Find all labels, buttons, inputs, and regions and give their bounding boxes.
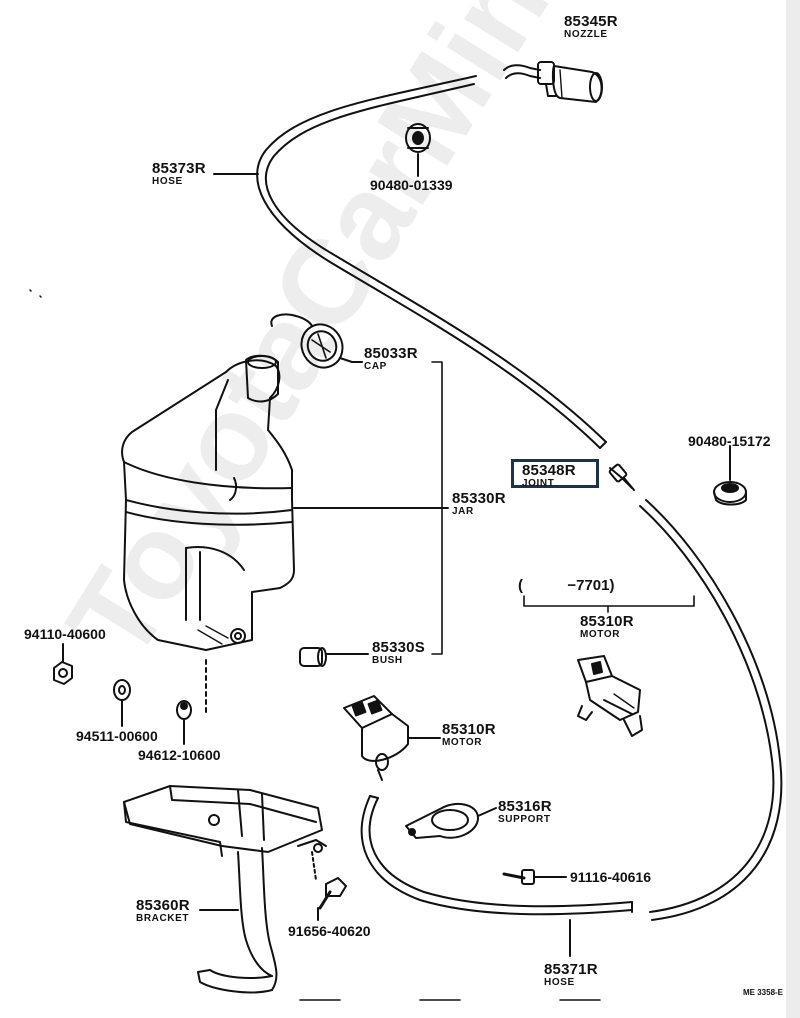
bolt-drawing [312, 852, 346, 908]
callout-screw[interactable]: 91116-40616 [570, 869, 651, 885]
part-number: 85330S [372, 639, 425, 656]
part-number: 85310R [580, 613, 634, 630]
part-name: NOZZLE [564, 29, 608, 40]
callout-motor-right[interactable]: 85310R MOTOR [580, 614, 634, 640]
joint-highlight-box [511, 459, 599, 488]
cap-drawing [271, 314, 352, 375]
variant-open-paren: ( [518, 577, 523, 594]
spacer-drawing [177, 701, 191, 719]
part-name: JAR [452, 506, 474, 517]
grommet-upper-drawing [406, 124, 430, 152]
part-name: CAP [364, 361, 387, 372]
screw-drawing [504, 870, 534, 884]
part-name: HOSE [544, 977, 575, 988]
joint-drawing [609, 464, 634, 490]
variant-bracket [524, 596, 694, 606]
callout-nozzle[interactable]: 85345R NOZZLE [564, 14, 618, 40]
nozzle-drawing [504, 62, 602, 102]
grommet-right-drawing [714, 482, 746, 505]
scan-specks [30, 290, 600, 1000]
upper-hose-drawing [257, 76, 606, 448]
callout-bolt[interactable]: 91656-40620 [288, 923, 371, 939]
callout-cap[interactable]: 85033R CAP [364, 346, 418, 372]
callout-jar[interactable]: 85330R JAR [452, 491, 506, 517]
part-name: MOTOR [580, 629, 621, 640]
jar-drawing [122, 356, 294, 650]
variant-label: ( −7701) [518, 578, 614, 593]
part-number: 85033R [364, 345, 418, 362]
support-drawing [406, 804, 478, 838]
part-name: HOSE [152, 176, 183, 187]
callout-washer[interactable]: 94511-00600 [76, 728, 158, 744]
variant-range: −7701) [567, 577, 615, 594]
bush-drawing [300, 648, 326, 666]
nut-drawing [54, 662, 72, 684]
lower-hose-drawing [362, 500, 782, 920]
callout-nut[interactable]: 94110-40600 [24, 626, 106, 642]
callout-grommet-upper[interactable]: 90480-01339 [370, 177, 453, 193]
part-number: 85373R [152, 160, 206, 177]
part-name: MOTOR [442, 737, 483, 748]
diagram-reference-code: ME 3358-E [743, 988, 784, 997]
part-number: 85316R [498, 798, 552, 815]
part-number: 85348R [522, 462, 576, 479]
part-name: BUSH [372, 655, 403, 666]
part-number: 85371R [544, 961, 598, 978]
leader-support [478, 808, 496, 816]
part-number: 85345R [564, 13, 618, 30]
callout-spacer[interactable]: 94612-10600 [138, 747, 221, 763]
motor-left-drawing [344, 696, 408, 780]
washer-drawing [114, 680, 130, 700]
callout-bracket[interactable]: 85360R BRACKET [136, 898, 190, 924]
callout-support[interactable]: 85316R SUPPORT [498, 799, 552, 825]
part-number: 85360R [136, 897, 190, 914]
right-edge-strip [786, 0, 800, 1018]
part-number: 85330R [452, 490, 506, 507]
callout-hose-lower[interactable]: 85371R HOSE [544, 962, 598, 988]
part-name: BRACKET [136, 913, 190, 924]
callout-hose-upper[interactable]: 85373R HOSE [152, 161, 206, 187]
callout-motor-left[interactable]: 85310R MOTOR [442, 722, 496, 748]
bracket-drawing [124, 786, 326, 992]
callout-joint[interactable]: 85348R JOINT [522, 463, 576, 489]
callout-bush[interactable]: 85330S BUSH [372, 640, 425, 666]
callout-grommet-right[interactable]: 90480-15172 [688, 433, 771, 449]
part-name: JOINT [522, 478, 555, 489]
part-name: SUPPORT [498, 814, 551, 825]
motor-right-drawing [578, 656, 642, 736]
part-number: 85310R [442, 721, 496, 738]
